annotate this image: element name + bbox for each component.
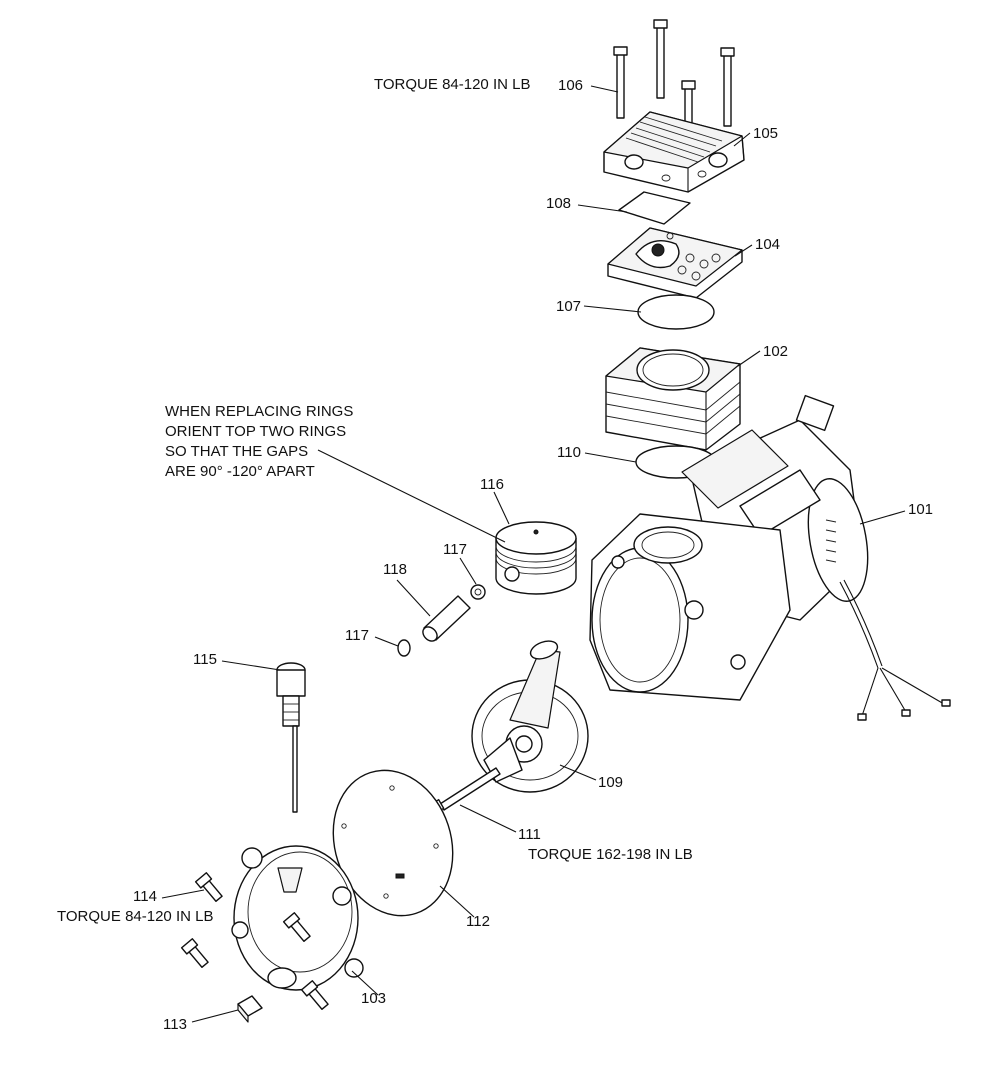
callout-113: 113 (163, 1016, 187, 1033)
cover-screws-114 (180, 872, 329, 1010)
callout-111: 111 (518, 826, 541, 843)
callout-109: 109 (598, 774, 624, 791)
cylinder-102 (605, 347, 741, 451)
callout-106: 106 (558, 77, 584, 94)
ring-orientation-note: WHEN REPLACING RINGS ORIENT TOP TWO RING… (165, 402, 353, 482)
piston-116 (495, 521, 577, 595)
piston-pin-clip-117-lower (397, 639, 411, 657)
callout-112: 112 (466, 913, 490, 930)
callout-103: 103 (361, 990, 387, 1007)
callout-107: 107 (556, 298, 582, 315)
callout-110: 110 (557, 444, 581, 461)
o-ring-107 (637, 294, 715, 330)
valve-plate-104 (607, 227, 743, 299)
callout-117-lower: 117 (345, 627, 369, 644)
piston-pin-clip-117-upper (470, 584, 486, 600)
callout-108: 108 (546, 195, 572, 212)
connecting-rod-109 (471, 640, 589, 793)
head-gasket-108 (618, 191, 691, 225)
drain-plug-113 (237, 995, 263, 1023)
ring-note-line-4: ARE 90° -120° APART (165, 463, 315, 480)
leader-lines (161, 85, 906, 1023)
callout-104: 104 (755, 236, 781, 253)
ring-note-line-2: ORIENT TOP TWO RINGS (165, 423, 347, 440)
callout-117-upper: 117 (443, 541, 467, 558)
ring-note-line-3: SO THAT THE GAPS (165, 443, 309, 460)
callout-101: 101 (908, 501, 934, 518)
ring-note-line-1: WHEN REPLACING RINGS (165, 403, 354, 420)
callout-102: 102 (763, 343, 789, 360)
callout-114: 114 (133, 888, 157, 905)
torque-note-head: TORQUE 84-120 IN LB (374, 76, 531, 93)
torque-note-crank: TORQUE 162-198 IN LB (528, 846, 693, 863)
callout-115: 115 (193, 651, 217, 668)
wrist-pin-118 (422, 595, 471, 642)
callout-118: 118 (383, 561, 407, 578)
motor-crankcase-101 (589, 394, 951, 721)
cylinder-head-105 (603, 111, 745, 193)
callout-105: 105 (753, 125, 779, 142)
breather-dipstick-115 (276, 662, 306, 813)
callout-116: 116 (480, 476, 504, 493)
torque-note-cover: TORQUE 84-120 IN LB (57, 908, 214, 925)
cover-gasket-112 (332, 769, 454, 917)
